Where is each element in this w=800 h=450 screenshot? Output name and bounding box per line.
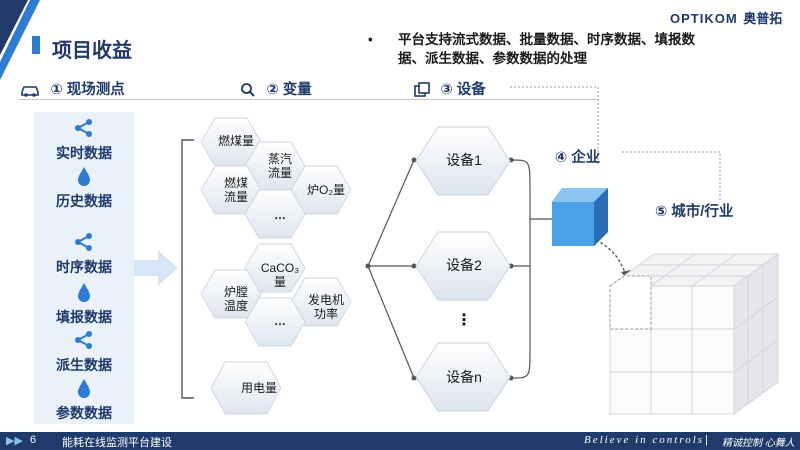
footer-bar	[0, 432, 800, 450]
sidebar-item-derived: 派生数据	[34, 330, 134, 375]
bullet-dot: •	[368, 32, 373, 47]
title-bar	[32, 36, 40, 54]
sidebar-item-label: 填报数据	[56, 309, 112, 325]
sidebar-item-param: 参数数据	[34, 378, 134, 423]
corner-decor	[0, 0, 40, 80]
section-3: ③ 设备	[414, 78, 486, 99]
var-o2: 炉O₂量	[307, 183, 345, 197]
device-1: 设备1	[446, 152, 482, 168]
section-2: ② 变量	[240, 78, 312, 99]
sidebar-item-label: 实时数据	[56, 145, 112, 161]
footer-slogan: Believe in controls	[584, 434, 705, 446]
section-4-label: ④ 企业	[555, 150, 601, 166]
enterprise-cube-icon	[552, 188, 608, 246]
var-burn-coal: 燃煤量	[217, 134, 254, 148]
section-5-label: ⑤ 城市/行业	[655, 204, 734, 220]
city-cube-icon	[608, 253, 780, 415]
var-steam-flow: 蒸汽 流量	[267, 152, 292, 180]
var-dots-1: …	[274, 208, 286, 222]
var-dots-2: …	[274, 314, 286, 328]
section-3-label: ③ 设备	[440, 82, 486, 98]
section-line	[18, 99, 598, 100]
footer-signature: 精诚控制 心舞人	[722, 438, 795, 449]
device-dots: ⋮	[456, 312, 472, 329]
section-2-label: ② 变量	[266, 82, 312, 98]
footer-arrows-icon: ▶▶	[6, 435, 23, 447]
page-title: 项目收益	[52, 40, 132, 62]
sidebar-item-timeseries: 时序数据	[34, 232, 134, 277]
var-burn-flow: 燃煤 流量	[223, 176, 248, 204]
device-2: 设备2	[446, 257, 482, 273]
logo-cn: 奥普拓	[743, 11, 783, 26]
bullet-text: 平台支持流式数据、批量数据、时序数据、填报数据、派生数据、参数数据的处理	[398, 32, 695, 66]
sidebar-item-label: 参数数据	[56, 405, 112, 421]
section-1: ① 现场测点	[20, 78, 125, 99]
device-hexes	[415, 126, 511, 412]
logo-text: OPTIKOM	[670, 11, 738, 26]
variables-bracket	[181, 139, 194, 399]
sidebar-panel	[34, 112, 134, 424]
share-icon	[75, 331, 92, 349]
sidebar-item-filled: 填报数据	[34, 282, 134, 327]
footer-page-number: 6	[30, 434, 37, 446]
search-icon	[241, 82, 255, 97]
arrow-right-icon	[134, 250, 178, 286]
section-1-label: ① 现场测点	[50, 82, 125, 98]
brand-logo: OPTIKOM 奥普拓	[670, 8, 782, 27]
hex-shapes	[200, 117, 352, 415]
var-electricity: 用电量	[240, 381, 277, 395]
drop-icon	[78, 379, 90, 398]
drop-icon	[78, 283, 90, 302]
var-caco3: CaCO₃ 量	[260, 261, 300, 289]
var-gen-power: 发电机 功率	[307, 293, 344, 321]
sidebar-item-history: 历史数据	[34, 166, 134, 211]
var-furnace-temp: 炉膛 温度	[223, 285, 248, 313]
footer-divider: |	[705, 434, 708, 446]
sidebar-item-label: 时序数据	[56, 259, 112, 275]
variables-hexes	[200, 117, 352, 415]
device-n: 设备n	[446, 369, 482, 385]
car-icon	[21, 85, 39, 97]
footer-title: 能耗在线监测平台建设	[62, 437, 172, 449]
sidebar-item-label: 派生数据	[56, 357, 112, 373]
drop-icon	[78, 167, 90, 186]
corner-stripe-icon	[0, 0, 40, 80]
sidebar-item-realtime: 实时数据	[34, 118, 134, 163]
copy-icon	[414, 81, 430, 97]
share-icon	[75, 233, 92, 251]
sidebar-item-label: 历史数据	[56, 193, 112, 209]
share-icon	[75, 119, 92, 137]
